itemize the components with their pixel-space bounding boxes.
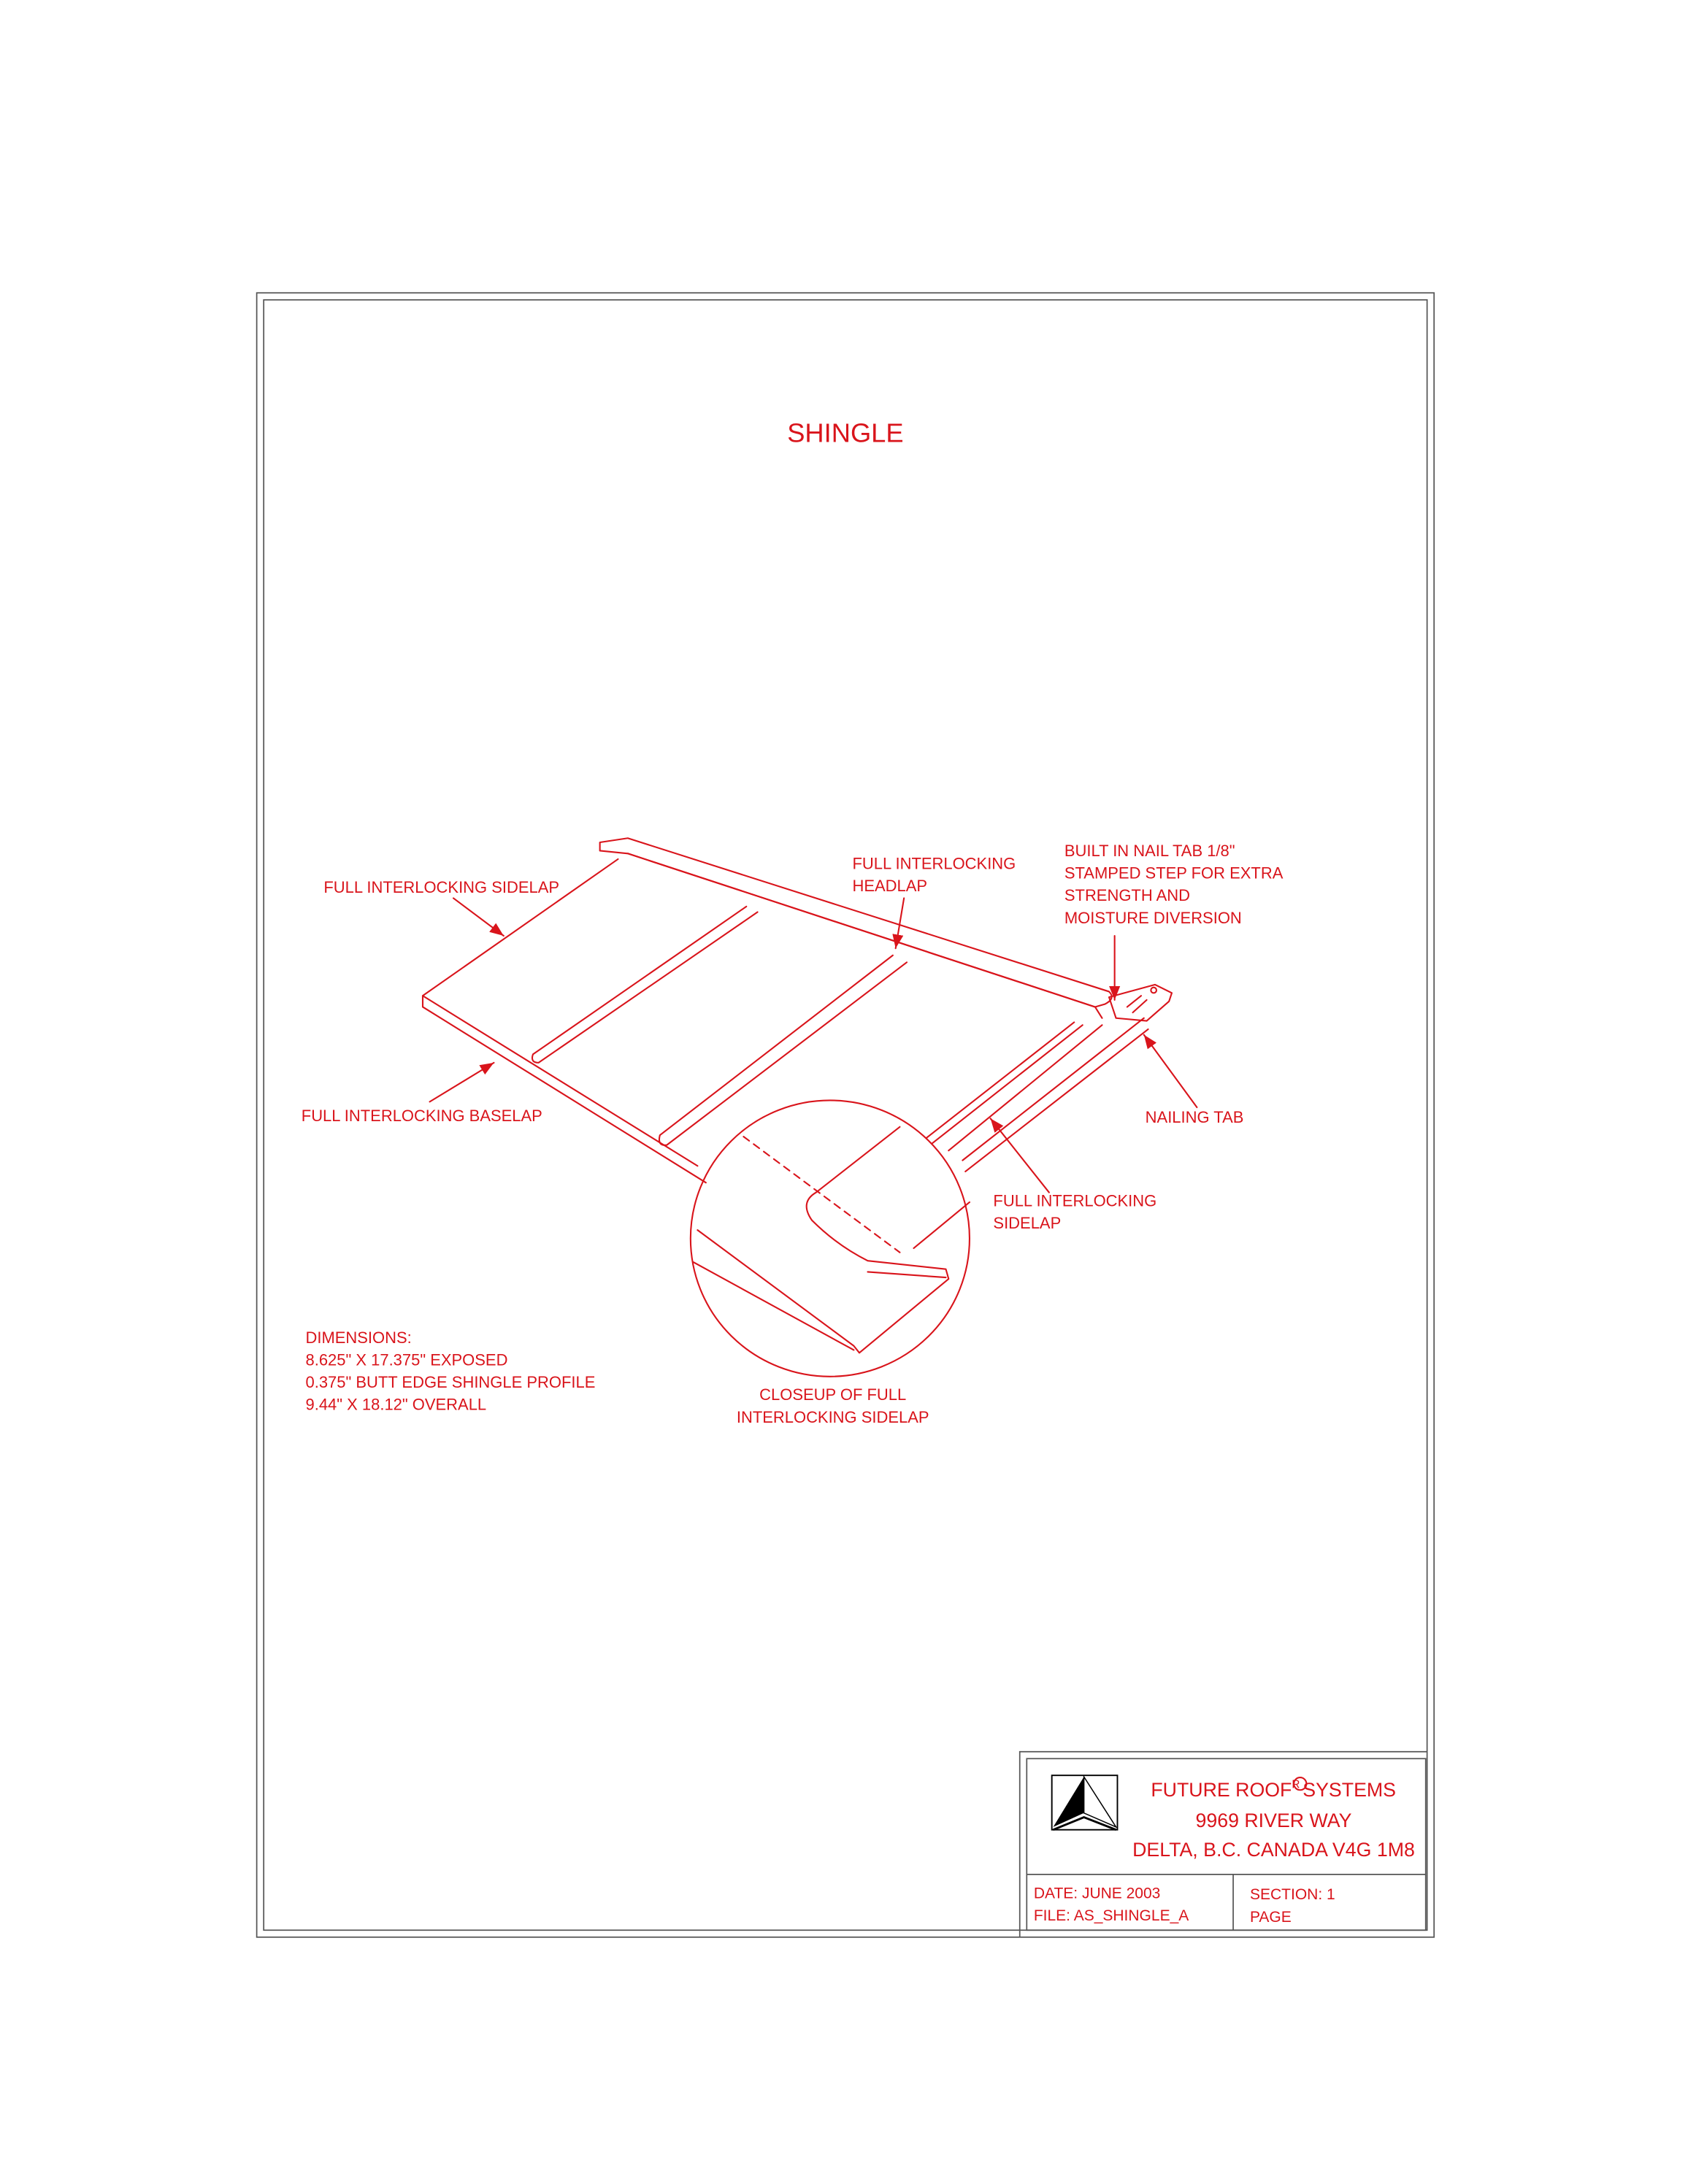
page-field: PAGE	[1250, 1909, 1292, 1926]
leader-lines	[429, 897, 1198, 1193]
dimensions-exposed: 8.625" X 17.375" EXPOSED	[306, 1350, 508, 1369]
label-headlap-1: FULL INTERLOCKING	[852, 854, 1016, 872]
label-sidelap-left: FULL INTERLOCKING SIDELAP	[323, 878, 559, 896]
file-field: FILE: AS_SHINGLE_A	[1034, 1907, 1189, 1924]
label-closeup-1: CLOSEUP OF FULL	[759, 1385, 906, 1404]
label-nail-tab-2: STAMPED STEP FOR EXTRA	[1064, 864, 1284, 883]
label-nail-tab-3: STRENGTH AND	[1064, 886, 1190, 904]
company-address: 9969 RIVER WAY	[1195, 1810, 1351, 1831]
label-headlap-2: HEADLAP	[852, 877, 927, 895]
dimensions-heading: DIMENSIONS:	[306, 1329, 412, 1347]
label-sidelap-right-2: SIDELAP	[993, 1214, 1061, 1232]
label-nailing-tab: NAILING TAB	[1146, 1108, 1244, 1126]
drawing-title: SHINGLE	[787, 418, 903, 448]
label-closeup-2: INTERLOCKING SIDELAP	[737, 1408, 929, 1426]
dimensions-overall: 9.44" X 18.12" OVERALL	[306, 1396, 487, 1414]
company-city: DELTA, B.C. CANADA V4G 1M8	[1132, 1839, 1415, 1861]
label-nail-tab-1: BUILT IN NAIL TAB 1/8"	[1064, 842, 1235, 860]
registered-mark: R	[1292, 1778, 1300, 1791]
label-baselap: FULL INTERLOCKING BASELAP	[302, 1107, 542, 1125]
closeup-circle	[689, 1099, 971, 1377]
label-nail-tab-4: MOISTURE DIVERSION	[1064, 909, 1242, 927]
outer-border	[256, 292, 1435, 1938]
label-sidelap-right-1: FULL INTERLOCKING	[993, 1192, 1156, 1210]
date-field: DATE: JUNE 2003	[1034, 1885, 1161, 1902]
inner-border	[263, 299, 1428, 1931]
section-field: SECTION: 1	[1250, 1886, 1335, 1903]
company-logo	[1051, 1774, 1119, 1831]
dimensions-profile: 0.375" BUTT EDGE SHINGLE PROFILE	[306, 1373, 596, 1391]
